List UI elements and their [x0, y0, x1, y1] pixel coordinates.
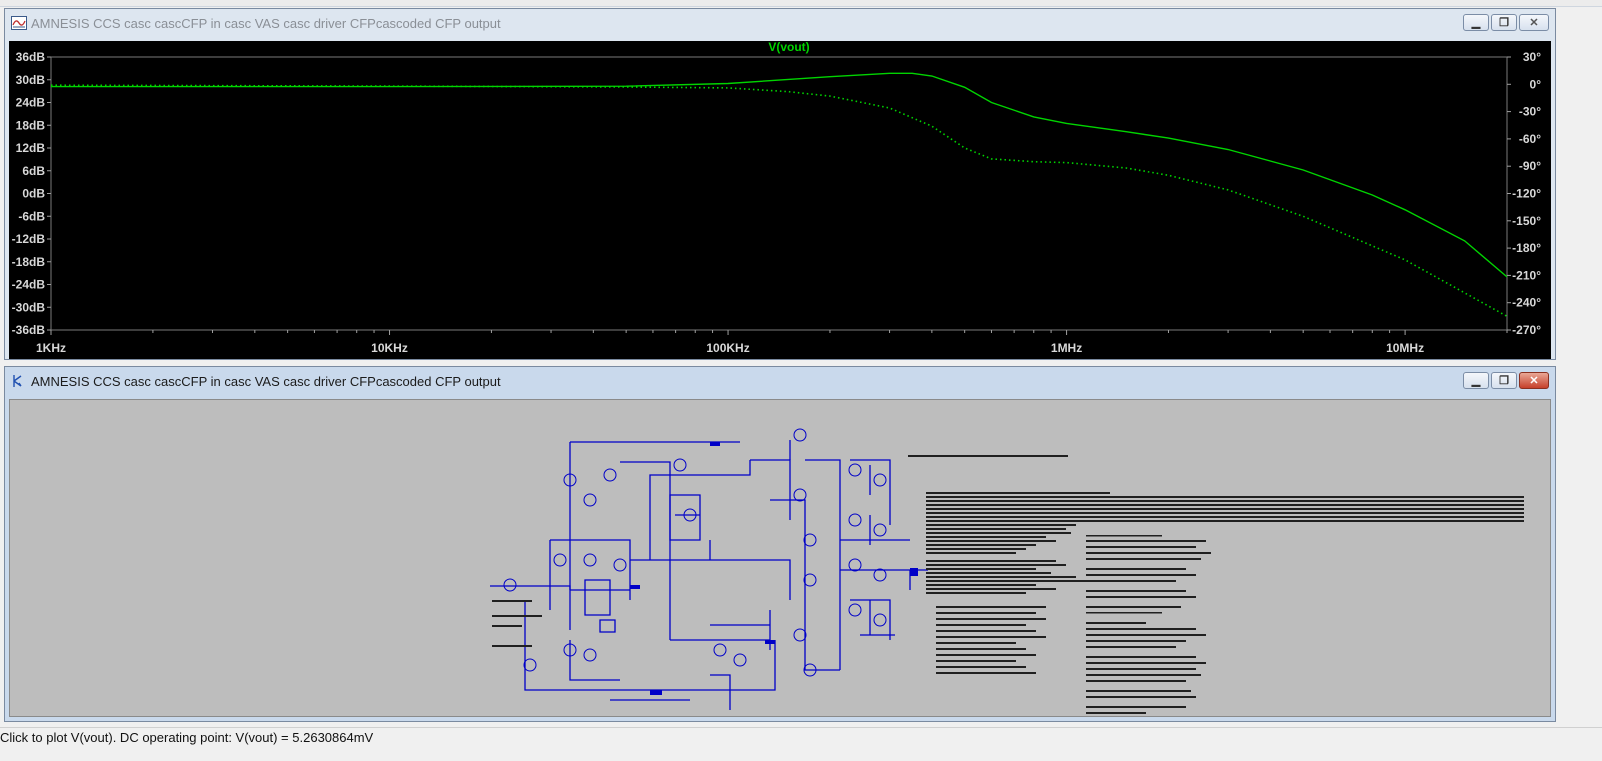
schematic-titlebar[interactable]: AMNESIS CCS casc cascCFP in casc VAS cas… — [5, 367, 1555, 395]
y-left-tick-label: 36dB — [16, 50, 46, 64]
schematic-app-icon — [13, 375, 22, 387]
y-left-tick-label: -36dB — [12, 323, 46, 337]
phase-trace — [50, 84, 1508, 317]
schematic-canvas[interactable] — [9, 399, 1551, 717]
x-tick-label: 10KHz — [371, 341, 408, 355]
y-left-tick-label: 0dB — [22, 187, 45, 201]
y-right-tick-label: -240° — [1512, 296, 1541, 310]
schematic-window-title: AMNESIS CCS casc cascCFP in casc VAS cas… — [31, 374, 501, 389]
y-left-tick-label: 18dB — [16, 118, 46, 132]
restore-button[interactable]: ❐ — [1491, 372, 1517, 389]
restore-button[interactable]: ❐ — [1491, 14, 1517, 31]
waveform-window-title: AMNESIS CCS casc cascCFP in casc VAS cas… — [31, 16, 501, 31]
top-strip — [0, 0, 1602, 7]
y-right-tick-label: -30° — [1519, 105, 1541, 119]
restore-icon: ❐ — [1499, 17, 1509, 29]
magnitude-trace — [51, 72, 1508, 278]
y-right-tick-label: -60° — [1519, 132, 1541, 146]
y-left-tick-label: -12dB — [12, 232, 46, 246]
y-right-tick-label: 0° — [1530, 77, 1542, 91]
plot-area[interactable]: V(vout) 36dB 30dB 24dB 18dB 12dB 6dB 0dB -6dB -12… — [9, 41, 1551, 359]
y-right-tick-label: -270° — [1512, 323, 1541, 337]
y-right-tick-label: -210° — [1512, 268, 1541, 282]
close-button[interactable]: ✕ — [1519, 14, 1549, 31]
x-tick-label: 10MHz — [1386, 341, 1424, 355]
y-right-tick-label: -180° — [1512, 241, 1541, 255]
y-right-tick-label: -120° — [1512, 187, 1541, 201]
waveform-app-icon — [11, 16, 27, 30]
y-right-tick-label: 30° — [1523, 50, 1541, 64]
y-left-tick-label: -18dB — [12, 255, 46, 269]
x-tick-label: 1MHz — [1051, 341, 1082, 355]
status-text: Click to plot V(vout). DC operating poin… — [0, 730, 374, 745]
y-left-tick-label: 12dB — [16, 141, 46, 155]
y-left-tick-label: -6dB — [18, 209, 45, 223]
y-left-tick-label: 6dB — [22, 164, 45, 178]
minimize-icon: ▁ — [1471, 375, 1481, 387]
x-tick-label: 1KHz — [36, 341, 66, 355]
y-left-tick-label: 30dB — [16, 73, 46, 87]
y-right-tick-label: -150° — [1512, 214, 1541, 228]
close-icon: ✕ — [1529, 375, 1539, 387]
minimize-button[interactable]: ▁ — [1463, 14, 1489, 31]
close-button[interactable]: ✕ — [1519, 372, 1549, 389]
y-left-tick-label: -30dB — [12, 300, 46, 314]
schematic-window[interactable]: AMNESIS CCS casc cascCFP in casc VAS cas… — [4, 366, 1556, 722]
plot-title: V(vout) — [768, 41, 809, 54]
y-left-tick-label: 24dB — [16, 96, 46, 110]
x-tick-label: 100KHz — [706, 341, 749, 355]
status-bar: Click to plot V(vout). DC operating poin… — [0, 727, 1602, 761]
waveform-titlebar[interactable]: AMNESIS CCS casc cascCFP in casc VAS cas… — [5, 9, 1555, 37]
waveform-window[interactable]: AMNESIS CCS casc cascCFP in casc VAS cas… — [4, 8, 1556, 360]
restore-icon: ❐ — [1499, 375, 1509, 387]
close-icon: ✕ — [1529, 17, 1539, 29]
minimize-button[interactable]: ▁ — [1463, 372, 1489, 389]
plot-frame — [50, 56, 1508, 331]
y-left-tick-label: -24dB — [12, 278, 46, 292]
bode-plot[interactable]: V(vout) 36dB 30dB 24dB 18dB 12dB 6dB 0dB -6dB -12… — [9, 41, 1551, 359]
circuit-schematic[interactable] — [10, 400, 1551, 717]
y-right-tick-label: -90° — [1519, 159, 1541, 173]
minimize-icon: ▁ — [1471, 17, 1481, 29]
